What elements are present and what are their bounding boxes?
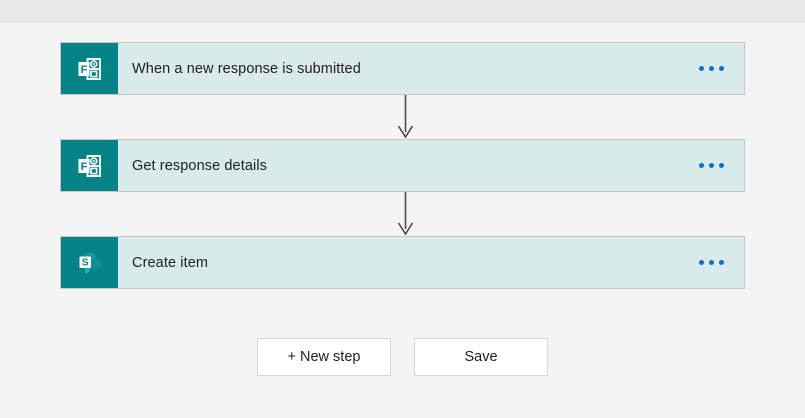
menu-dot — [709, 66, 714, 71]
menu-dot — [719, 66, 724, 71]
menu-dot — [699, 163, 704, 168]
flow-step-overflow-menu-icon[interactable] — [699, 140, 744, 191]
flow-step-card[interactable]: S Create item — [60, 236, 745, 289]
svg-text:F: F — [80, 64, 87, 76]
flow-step-card[interactable]: F Get response details — [60, 139, 745, 192]
save-button[interactable]: Save — [414, 338, 548, 376]
svg-text:S: S — [81, 257, 88, 268]
flow-canvas: F When a new response is submitted — [0, 23, 805, 418]
new-step-button[interactable]: + New step — [257, 338, 391, 376]
arrow-down-icon — [396, 95, 415, 139]
arrow-down-icon — [396, 192, 415, 236]
top-chrome-band — [0, 0, 805, 23]
svg-text:F: F — [80, 161, 87, 173]
microsoft-forms-icon: F — [61, 140, 118, 191]
microsoft-forms-icon: F — [61, 43, 118, 94]
sharepoint-icon: S — [61, 237, 118, 288]
menu-dot — [699, 66, 704, 71]
menu-dot — [719, 163, 724, 168]
menu-dot — [709, 163, 714, 168]
flow-step-card[interactable]: F When a new response is submitted — [60, 42, 745, 95]
flow-step-overflow-menu-icon[interactable] — [699, 237, 744, 288]
flow-step-overflow-menu-icon[interactable] — [699, 43, 744, 94]
flow-step-title: Get response details — [132, 157, 267, 174]
menu-dot — [719, 260, 724, 265]
flow-step-title: Create item — [132, 254, 209, 271]
flow-step-title: When a new response is submitted — [132, 60, 361, 77]
menu-dot — [709, 260, 714, 265]
menu-dot — [699, 260, 704, 265]
